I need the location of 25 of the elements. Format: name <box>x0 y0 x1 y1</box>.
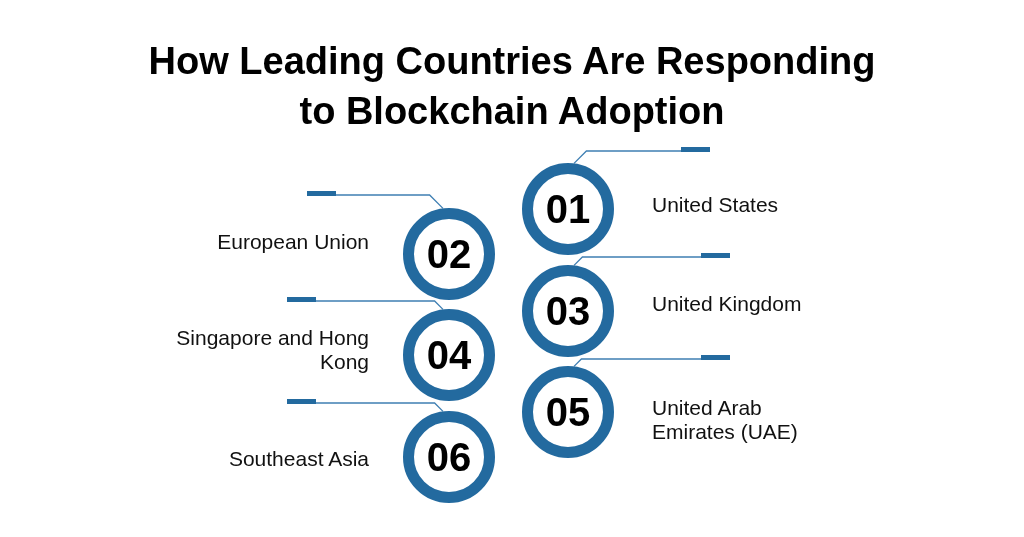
step-number: 01 <box>545 188 591 230</box>
leader-line <box>335 194 444 210</box>
step-number: 05 <box>545 391 591 433</box>
accent-bar <box>701 355 730 360</box>
accent-bar <box>307 191 336 196</box>
country-label: Southeast Asia <box>227 447 369 471</box>
accent-bar <box>701 253 730 258</box>
title: How Leading Countries Are Responding to Blockchain Adoption <box>148 39 876 134</box>
accent-bar <box>287 297 316 302</box>
leader-line <box>573 256 702 267</box>
country-label: European Union <box>216 230 369 254</box>
leader-line <box>573 150 682 165</box>
accent-bar <box>287 399 316 404</box>
accent-bar <box>681 147 710 152</box>
step-number: 03 <box>545 290 591 332</box>
leader-line <box>573 358 702 368</box>
country-label: United Kingdom <box>652 292 803 316</box>
country-label: United Arab Emirates (UAE) <box>652 396 799 444</box>
step-number: 02 <box>426 233 472 275</box>
leader-line <box>315 300 444 311</box>
country-label: United States <box>652 193 780 217</box>
leader-line <box>315 402 444 413</box>
step-number: 04 <box>426 334 472 376</box>
step-number: 06 <box>426 436 472 478</box>
country-label: Singapore and Hong Kong <box>175 326 369 374</box>
